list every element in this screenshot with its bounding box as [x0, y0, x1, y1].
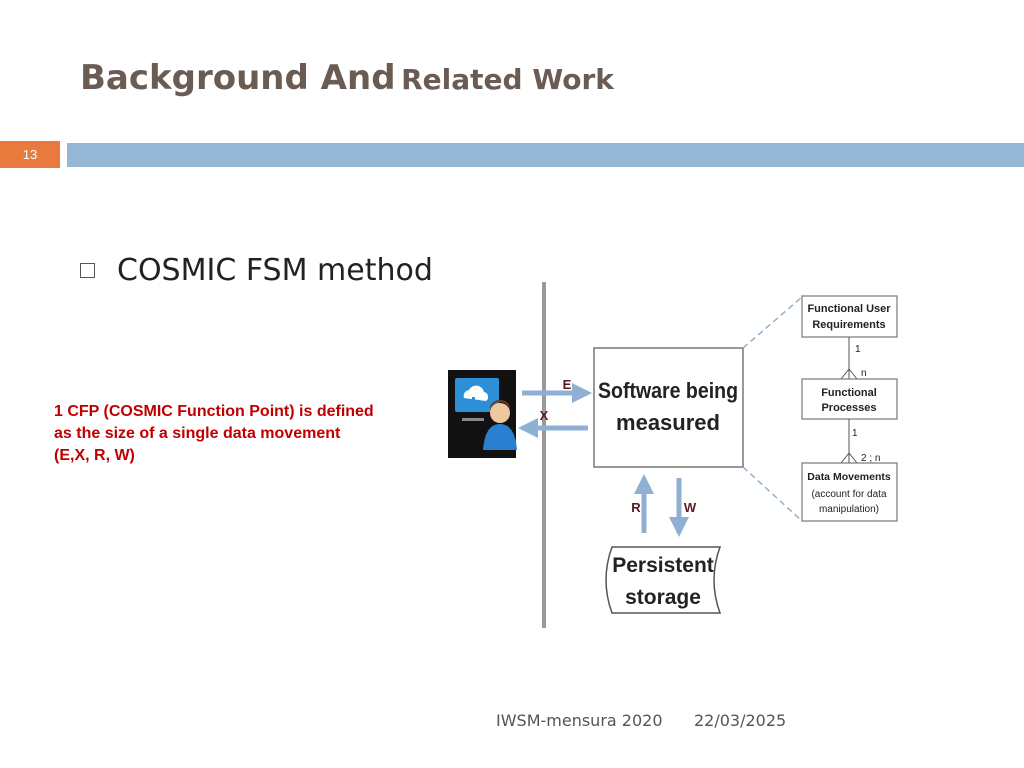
fp-line2: Processes [821, 402, 876, 414]
exit-label: X [540, 408, 549, 423]
footer-event: IWSM-mensura 2020 [496, 711, 663, 730]
crowfoot-1 [840, 368, 858, 380]
header-rule-bar [67, 143, 1024, 167]
fur-line1: Functional User [807, 303, 891, 315]
entry-label: E [563, 377, 572, 392]
dm-line2: (account for data [811, 489, 886, 500]
software-box-line1: Software being [598, 378, 738, 403]
fur-line2: Requirements [812, 319, 885, 331]
cfp-definition-note: 1 CFP (COSMIC Function Point) is defined… [54, 403, 374, 464]
software-box-line2: measured [616, 410, 720, 435]
zoom-line-top [742, 296, 803, 349]
bullet-text: COSMIC FSM method [117, 253, 433, 288]
dm-line3: manipulation) [819, 504, 879, 515]
multiplicity-1-top: 1 [855, 344, 861, 355]
slide-title-part1: Background And [80, 58, 396, 98]
multiplicity-2-top: 1 [852, 428, 858, 439]
multiplicity-2-bottom: 2 ; n [861, 453, 880, 464]
write-label: W [684, 500, 697, 515]
user-at-computer-icon [448, 370, 517, 458]
crowfoot-2 [840, 452, 858, 464]
software-box [593, 347, 744, 468]
dm-box [801, 462, 898, 522]
storage-line1: Persistent [612, 554, 714, 577]
square-bullet-icon [80, 263, 95, 278]
slide-number: 13 [0, 141, 60, 168]
multiplicity-1-bottom: n [861, 368, 867, 379]
read-label: R [631, 500, 641, 515]
footer-date: 22/03/2025 [694, 711, 787, 730]
dm-line1: Data Movements [807, 471, 891, 483]
zoom-line-bottom [742, 466, 803, 522]
fp-line1: Functional [821, 387, 877, 399]
persistent-storage-shape [605, 546, 722, 614]
bullet-item: COSMIC FSM method [80, 253, 433, 288]
slide-title: Background And Related Work [80, 58, 614, 98]
fur-box [801, 295, 898, 338]
slide-title-part2: Related Work [401, 63, 614, 96]
storage-line2: storage [625, 586, 701, 609]
